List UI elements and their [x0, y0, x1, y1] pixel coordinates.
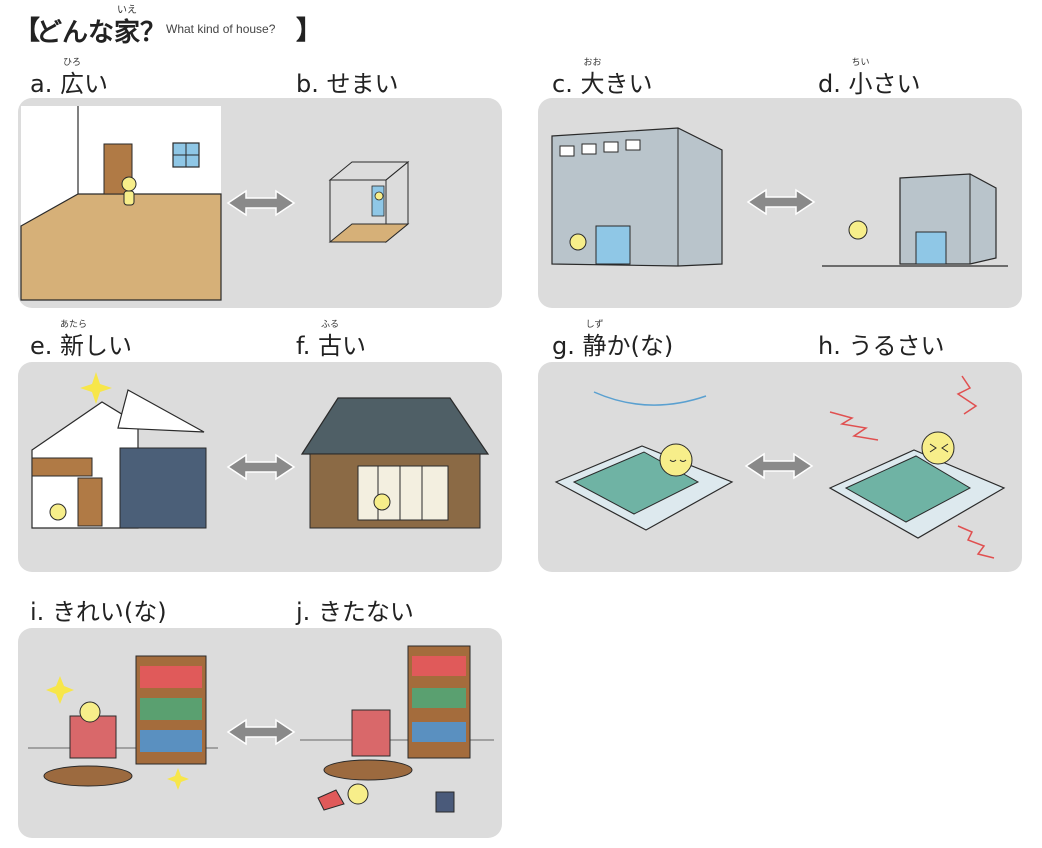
label-a-kanji: ひろ広 [59, 58, 84, 99]
label-d-kanji: ちい小 [848, 58, 873, 99]
label-e: e. あたら新しい [30, 320, 133, 361]
panel-wide-narrow-art [20, 106, 410, 301]
title-main-prefix: どんな [36, 18, 115, 48]
label-c-kanji-text: 大 [580, 70, 605, 98]
panel-big-small-art [551, 127, 1008, 267]
label-c-letter: c. [552, 70, 573, 98]
label-a-kanji-text: 広 [59, 70, 84, 98]
label-f-kanji-text: 古 [317, 332, 342, 360]
big-building-illustration [551, 127, 723, 267]
label-i-letter: i. [30, 598, 45, 626]
label-e-kana: しい [84, 332, 133, 360]
label-g: g. しず静か(な) [552, 320, 674, 361]
label-c-kanji: おお大 [580, 58, 605, 99]
label-a-letter: a. [30, 70, 53, 98]
label-g-letter: g. [552, 332, 575, 360]
label-d-kana: さい [872, 70, 921, 98]
label-j: j. きたない [296, 592, 414, 627]
old-house-illustration [300, 397, 490, 529]
label-c: c. おお大きい [552, 58, 653, 99]
label-a-kana: い [83, 70, 108, 98]
panel-new-old [18, 362, 502, 572]
label-h-word: うるさい [848, 332, 945, 360]
label-b-word: せまい [326, 70, 399, 98]
label-f: f. ふる古い [296, 320, 366, 361]
new-house-illustration [31, 372, 207, 529]
label-b: b. せまい [296, 64, 399, 99]
label-d-letter: d. [818, 70, 841, 98]
label-g-kanji-text: 静 [582, 332, 607, 360]
narrow-room-illustration [328, 160, 410, 244]
double-arrow-icon [226, 453, 296, 481]
sparkle-icon [80, 372, 112, 404]
label-j-letter: j. [296, 598, 311, 626]
panel-quiet-noisy [538, 362, 1022, 572]
label-h-letter: h. [818, 332, 841, 360]
sparkle-icon [167, 768, 189, 790]
label-e-kanji: あたら新 [60, 320, 87, 361]
noisy-sleeping-illustration [828, 375, 1006, 559]
label-i-word: きれい(な) [51, 598, 167, 626]
label-g-ruby: しず [585, 320, 604, 330]
label-c-kana: きい [604, 70, 653, 98]
label-f-ruby: ふる [320, 320, 339, 330]
panel-new-old-art [31, 372, 490, 529]
double-arrow-icon [746, 188, 816, 216]
panel-clean-dirty [18, 628, 502, 838]
label-a: a. ひろ広い [30, 58, 108, 99]
title-kanji-ruby: いえ [117, 5, 137, 16]
quiet-sleeping-illustration [554, 391, 734, 531]
title-english: What kind of house? [166, 22, 276, 36]
double-arrow-icon [744, 452, 814, 480]
label-d-kanji-text: 小 [848, 70, 873, 98]
title-close-bracket: 】 [296, 16, 323, 46]
sparkle-icon [46, 676, 74, 704]
wide-room-illustration [20, 106, 222, 301]
clean-room-illustration [28, 655, 218, 790]
label-a-ruby: ひろ [62, 58, 81, 68]
title-open-bracket: 【 [14, 16, 41, 46]
label-f-kanji: ふる古 [317, 320, 342, 361]
title-kanji: いえ 家 [114, 5, 141, 49]
label-g-kanji: しず静 [582, 320, 607, 361]
label-f-letter: f. [296, 332, 311, 360]
label-d: d. ちい小さい [818, 58, 921, 99]
label-b-letter: b. [296, 70, 319, 98]
double-arrow-icon [226, 718, 296, 746]
label-f-kana: い [341, 332, 366, 360]
double-arrow-icon [226, 189, 296, 217]
label-h: h. うるさい [818, 326, 944, 361]
noise-zigzag-icon [957, 525, 995, 559]
dirty-room-illustration [300, 645, 494, 813]
panel-wide-narrow [18, 98, 502, 308]
title-question: ？ [140, 18, 167, 48]
panel-clean-dirty-art [28, 645, 494, 813]
label-g-kana: か(な) [606, 332, 674, 360]
label-j-word: きたない [317, 598, 414, 626]
panel-quiet-noisy-art [554, 375, 1006, 559]
small-building-illustration [822, 173, 1008, 267]
label-e-kanji-text: 新 [60, 332, 85, 360]
label-i: i. きれい(な) [30, 592, 167, 627]
label-d-ruby: ちい [851, 58, 870, 68]
title-kanji-text: 家 [114, 18, 141, 48]
label-c-ruby: おお [583, 58, 602, 68]
label-e-ruby: あたら [60, 320, 88, 330]
noise-zigzag-icon [829, 411, 879, 441]
panel-big-small [538, 98, 1022, 308]
noise-zigzag-icon [956, 375, 978, 415]
label-e-letter: e. [30, 332, 53, 360]
